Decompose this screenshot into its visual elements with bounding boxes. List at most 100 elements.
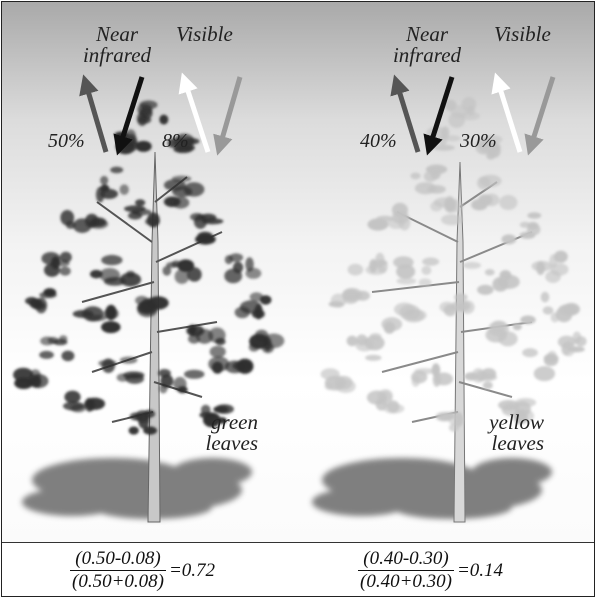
leaf-cluster: [190, 212, 205, 221]
leaf-cluster: [422, 257, 440, 266]
leaf-cluster: [407, 309, 427, 322]
leaf-cluster: [540, 291, 550, 303]
leaf-cluster: [146, 296, 169, 310]
leaf-cluster: [64, 390, 81, 404]
leaf-cluster: [115, 139, 136, 155]
leaf-cluster: [249, 292, 264, 302]
leaf-cluster: [177, 259, 195, 272]
leaf-cluster: [187, 267, 202, 282]
leaf-cluster: [477, 373, 498, 382]
leaf-cluster: [110, 166, 124, 174]
leaf-cluster: [183, 182, 205, 197]
leaf-cluster: [72, 310, 94, 318]
leaf-cluster: [209, 345, 226, 358]
leaf-cluster: [103, 277, 126, 286]
leaf-cluster: [128, 426, 139, 435]
leaf-cluster: [519, 221, 531, 228]
right-result: =0.14: [456, 559, 504, 581]
leaf-cluster: [65, 221, 76, 229]
leaf-cluster: [365, 354, 382, 361]
leaf-cluster: [162, 265, 172, 276]
leaf-cluster: [35, 297, 48, 314]
leaf-cluster: [251, 309, 265, 319]
left-tree-shadow: [22, 458, 252, 519]
leaf-cluster: [101, 254, 123, 266]
leaf-cluster: [396, 277, 417, 285]
right-visible-reflected-arrow: [491, 72, 523, 153]
leaf-cluster: [59, 251, 72, 263]
leaf-cluster: [100, 188, 119, 199]
leaf-cluster: [411, 374, 420, 387]
leaf-cluster: [342, 287, 363, 303]
leaf-cluster: [139, 106, 153, 120]
leaf-cluster: [183, 369, 205, 379]
leaf-cluster: [501, 234, 517, 245]
leaf-cluster: [557, 335, 576, 349]
leaf-cluster: [553, 250, 568, 263]
leaf-cluster: [421, 265, 432, 275]
right-numerator: (0.40-0.30): [363, 548, 449, 569]
leaf-cluster: [245, 257, 254, 272]
leaf-cluster: [497, 274, 520, 289]
leaf-cluster: [393, 256, 414, 269]
leaf-cluster: [555, 306, 573, 323]
leaf-cluster: [512, 323, 522, 331]
leaf-cluster: [482, 381, 493, 390]
leaf-cluster: [171, 260, 181, 268]
leaf-cluster: [527, 212, 542, 219]
leaf-cluster: [119, 356, 138, 364]
leaf-cluster: [39, 350, 54, 359]
illustration: [13, 72, 587, 523]
leaf-cluster: [147, 212, 160, 228]
leaf-cluster: [61, 350, 75, 362]
leaf-cluster: [454, 412, 464, 427]
leaf-cluster: [364, 335, 385, 351]
leaf-cluster: [101, 358, 116, 374]
leaf-cluster: [485, 327, 507, 343]
leaf-cluster: [441, 214, 463, 226]
leaf-cluster: [398, 214, 411, 231]
left-ndvi-formula: (0.50-0.08) (0.50+0.08) =0.72: [70, 548, 215, 593]
leaf-cluster: [43, 288, 57, 297]
leaf-cluster: [550, 263, 569, 276]
leaf-cluster: [197, 231, 213, 242]
leaf-cluster: [448, 423, 460, 432]
leaf-cluster: [477, 284, 494, 295]
leaf-cluster: [173, 145, 193, 154]
leaf-cluster: [100, 175, 109, 185]
leaf-cluster: [414, 368, 436, 375]
leaf-cluster: [70, 404, 86, 413]
left-nir-label-line2: infrared: [82, 43, 152, 67]
leaf-cluster: [201, 218, 224, 225]
leaf-cluster: [520, 315, 536, 325]
right-visible-percent: 30%: [460, 130, 497, 152]
scene-background: Near infrared Visible 50% 8% green leave…: [2, 2, 594, 542]
leaf-cluster: [450, 105, 469, 118]
leaf-cluster: [200, 404, 211, 416]
leaf-cluster: [135, 295, 149, 306]
leaf-cluster: [531, 260, 553, 272]
leaf-cluster: [334, 375, 353, 390]
right-nir-label: Near infrared: [382, 24, 472, 66]
left-visible-incoming-arrow: [213, 76, 243, 156]
leaf-cluster: [84, 397, 94, 412]
leaf-cluster: [160, 374, 174, 388]
leaf-cluster: [381, 317, 403, 332]
leaf-cluster: [234, 306, 250, 319]
right-nir-label-line1: Near: [406, 22, 448, 46]
leaf-cluster: [431, 363, 441, 377]
right-leaf-label: yellow leaves: [472, 412, 544, 454]
leaf-cluster: [13, 367, 34, 382]
leaf-cluster: [445, 135, 461, 142]
right-visible-incoming-arrow: [524, 76, 556, 156]
right-nir-reflected-arrow: [390, 74, 421, 153]
right-denominator: (0.40+0.30): [358, 570, 454, 592]
left-fraction: (0.50-0.08) (0.50+0.08): [70, 548, 166, 593]
leaf-cluster: [236, 358, 254, 374]
leaf-cluster: [433, 144, 455, 151]
leaf-cluster: [232, 261, 244, 274]
leaf-cluster: [229, 253, 244, 262]
leaf-cluster: [245, 267, 262, 279]
leaf-cluster: [40, 336, 55, 346]
leaf-cluster: [186, 325, 205, 337]
